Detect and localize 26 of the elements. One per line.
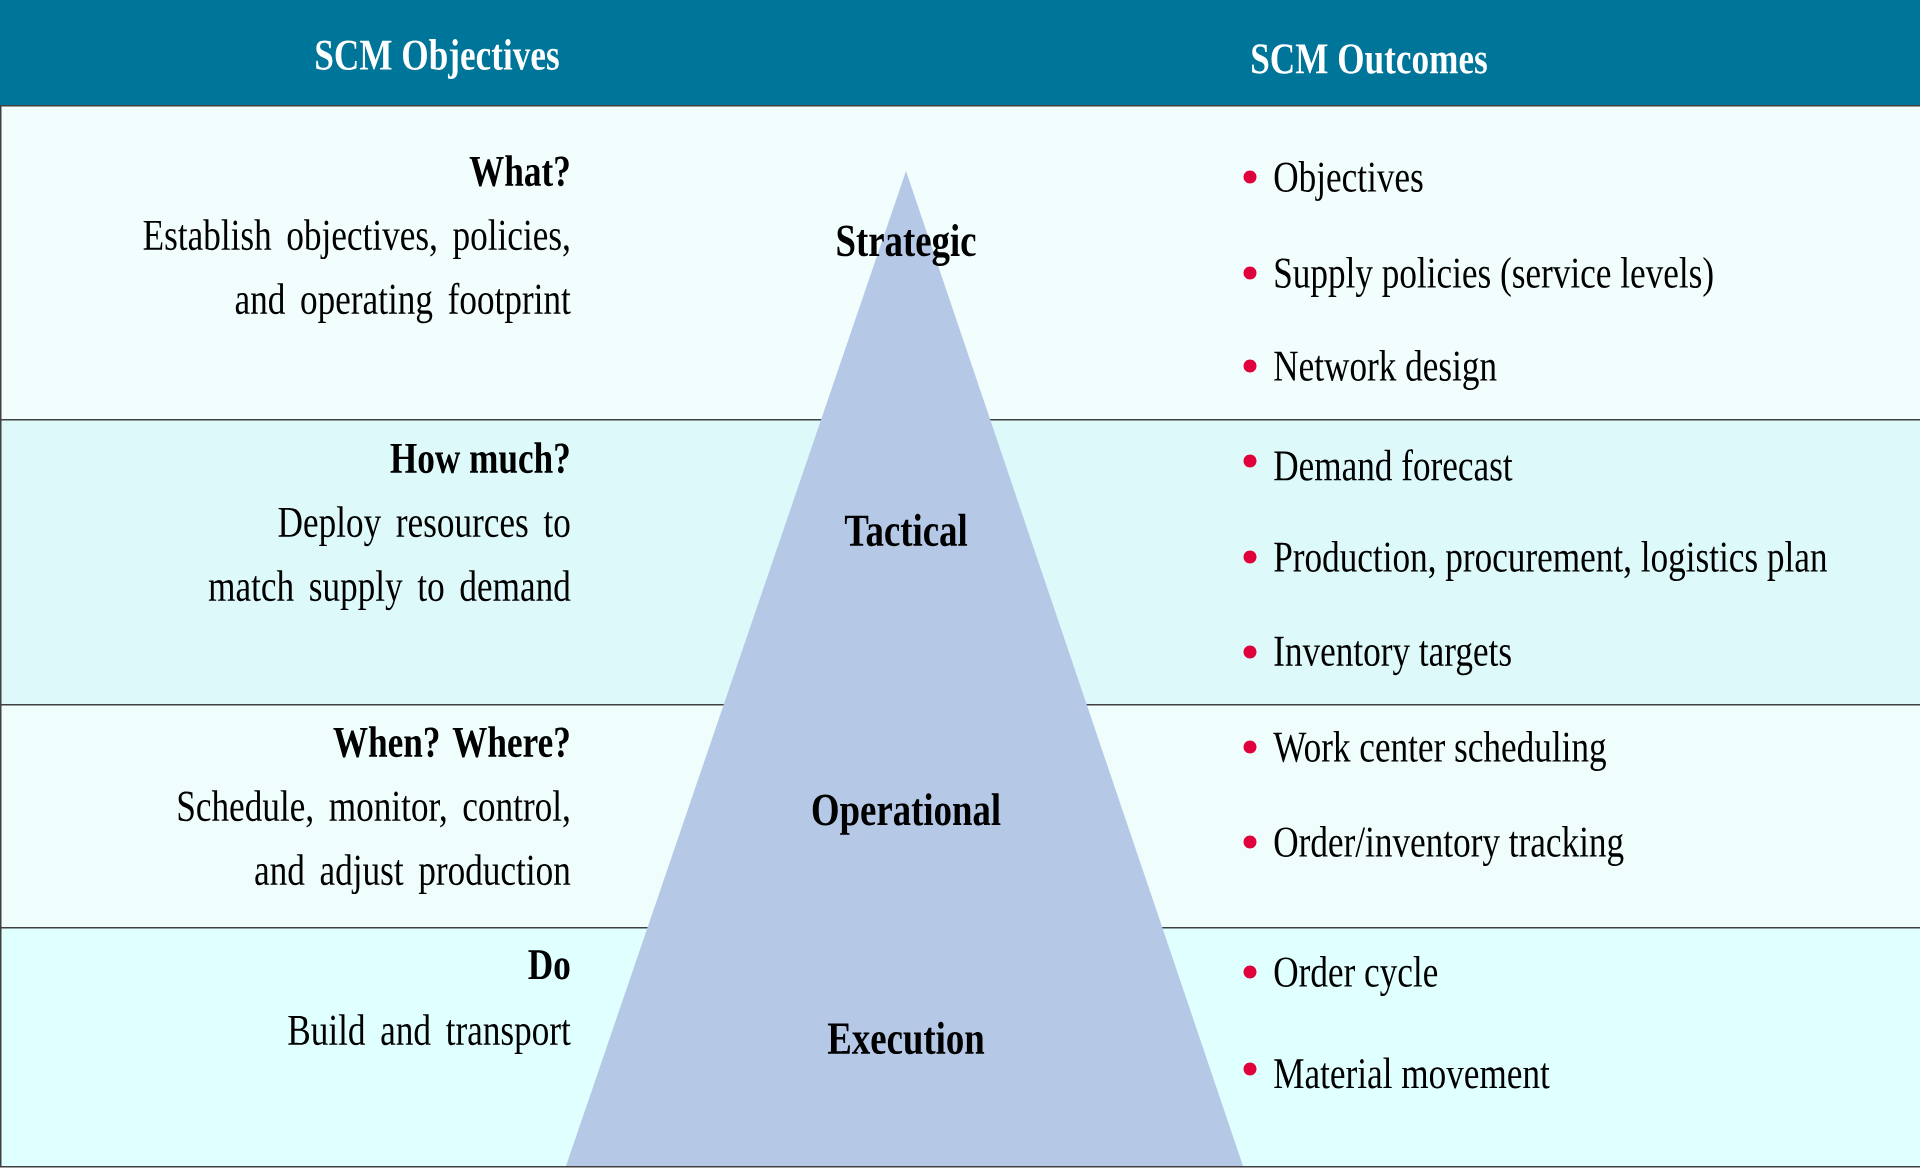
row-band	[0, 704, 1920, 929]
question-heading: How much?	[390, 442, 569, 474]
description-text: Schedule, monitor, control, and adjust production	[178, 790, 571, 895]
row-band	[0, 927, 1920, 1168]
bullet-item: Order cycle	[1274, 956, 1438, 996]
bullet-item: Order/inventory tracking	[1274, 826, 1624, 866]
bullet-item: Network design	[1274, 350, 1497, 390]
description-text: Establish objectives, policies, and operating footprint	[143, 219, 571, 324]
bullet-item: Work center scheduling	[1273, 731, 1606, 771]
row-band	[0, 419, 1920, 706]
bullet-item: Production, procurement, logistics plan	[1274, 541, 1827, 581]
question-heading: What?	[469, 155, 569, 187]
question-heading: Do	[528, 950, 570, 980]
level-label: Operational	[812, 793, 1001, 835]
description-text: Deploy resources to match supply to demand	[208, 506, 571, 611]
level-label: Tactical	[844, 513, 968, 547]
bullet-item: Inventory targets	[1274, 636, 1511, 676]
bullet-item: Objectives	[1274, 161, 1423, 201]
bullet-item: Supply policies (service levels)	[1275, 257, 1713, 297]
description-text: Build and transport	[288, 1014, 571, 1055]
row-band	[0, 105, 1920, 421]
level-label: Strategic	[837, 223, 976, 267]
level-label: Execution	[827, 1021, 985, 1055]
question-heading: When? Where?	[333, 726, 569, 758]
bullet-item: Material movement	[1274, 1057, 1550, 1089]
bullet-item: Demand forecast	[1274, 449, 1513, 481]
